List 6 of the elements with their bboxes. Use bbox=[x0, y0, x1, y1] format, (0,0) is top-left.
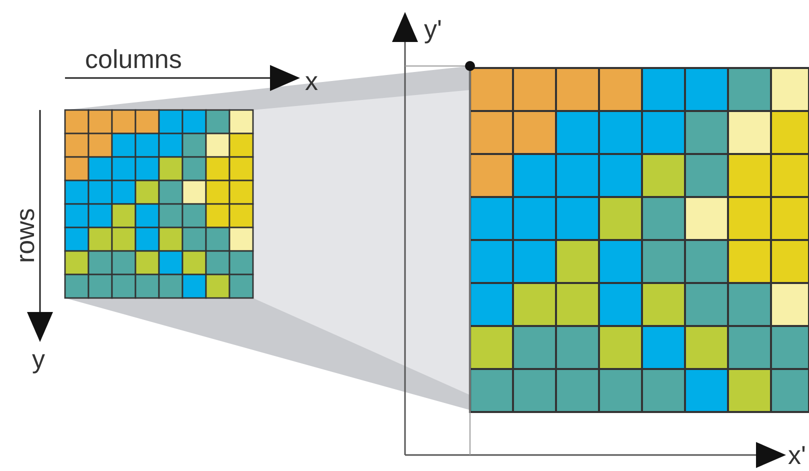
axis-label: y bbox=[32, 346, 45, 372]
axis-label: y' bbox=[424, 16, 442, 42]
axis-label: rows bbox=[12, 208, 38, 263]
axis-label: x bbox=[305, 68, 318, 94]
axis-label: columns bbox=[85, 46, 182, 72]
axis-label: x' bbox=[788, 442, 806, 468]
